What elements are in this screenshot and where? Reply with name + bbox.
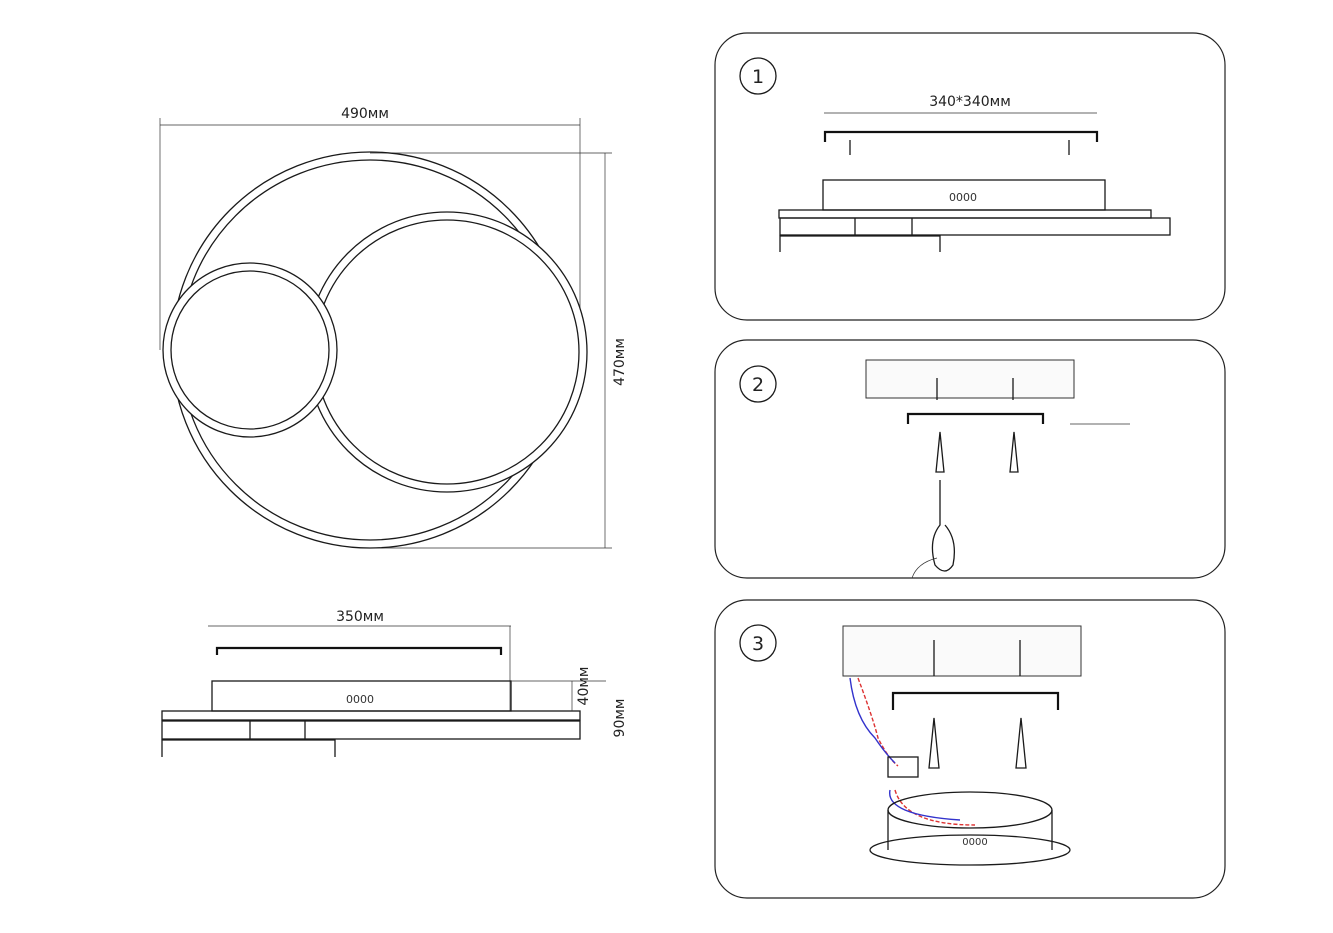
- terminal-block: [887, 756, 919, 778]
- wall-plug-icon: [933, 640, 1021, 676]
- step-number: 1: [752, 66, 764, 88]
- medium-ring: [306, 211, 588, 493]
- ceiling: [842, 625, 1082, 677]
- mounting-bracket: [891, 691, 1060, 710]
- wall-plug-icon: [936, 378, 1014, 400]
- bracket-size-label: 340*340мм: [929, 94, 1011, 110]
- screw-icon: [928, 717, 1027, 769]
- canopy-top: [887, 791, 1053, 829]
- mounting-bracket: [215, 646, 503, 655]
- hand-screwdriver-icon: [931, 480, 956, 572]
- ceiling: [865, 359, 1075, 399]
- neutral-wire: [849, 677, 961, 821]
- terminal-block-icon: 0000: [949, 191, 977, 204]
- lamp-base: [869, 834, 1071, 866]
- small-ring: [162, 262, 338, 438]
- step-number: 3: [752, 633, 764, 655]
- bracket-width-label: 350мм: [336, 609, 384, 625]
- terminal-block-icon: 0000: [346, 693, 374, 706]
- step-number-badge: [739, 365, 777, 403]
- terminal-block-icon: 0000: [962, 837, 987, 848]
- height-label: 470мм: [612, 338, 628, 386]
- step-number: 2: [752, 374, 764, 396]
- step-number-badge: [739, 624, 777, 662]
- step-number-badge: [739, 57, 777, 95]
- screw-icon: [935, 431, 1019, 473]
- width-label: 490мм: [341, 106, 389, 122]
- mounting-bracket: [823, 130, 1099, 142]
- depth-label: 40мм: [576, 667, 592, 706]
- lamp-plate: [161, 710, 581, 721]
- front-view: 490мм 470мм: [159, 106, 628, 549]
- live-wire: [857, 677, 976, 826]
- side-view: 350мм 0000 40мм 90мм: [161, 609, 628, 757]
- total-height-label: 90мм: [612, 699, 628, 738]
- mounting-bracket: [906, 412, 1045, 424]
- step-3-panel: 3 0000: [714, 599, 1226, 899]
- step-2-panel: 2: [714, 339, 1226, 579]
- step-1-panel: 1 340*340мм 0000: [714, 32, 1226, 321]
